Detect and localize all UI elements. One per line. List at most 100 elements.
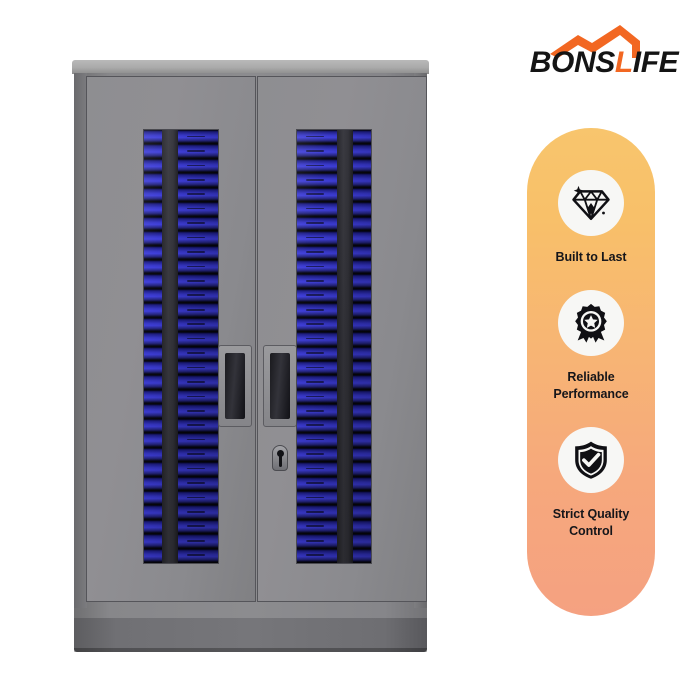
storage-bin	[353, 433, 371, 448]
storage-bin	[297, 418, 337, 434]
feature-item-built-to-last: Built to Last	[527, 170, 655, 266]
storage-bin	[178, 303, 218, 318]
storage-bin	[144, 303, 162, 318]
storage-bin	[178, 404, 218, 419]
storage-bin	[297, 375, 337, 390]
bin-stack	[144, 130, 162, 563]
storage-bin	[178, 519, 218, 535]
cabinet-base-plinth	[74, 618, 427, 652]
storage-bin	[144, 274, 162, 289]
storage-bin	[297, 404, 337, 419]
storage-bin	[144, 418, 162, 434]
storage-bin	[144, 375, 162, 390]
storage-bin	[178, 231, 218, 246]
cabinet-left-side-panel	[74, 73, 87, 608]
window-divider-post	[162, 130, 178, 563]
roof-mountain-icon	[550, 25, 640, 58]
storage-bin	[144, 389, 162, 405]
storage-bin	[353, 404, 371, 419]
storage-bin	[297, 173, 337, 188]
storage-bin	[178, 433, 218, 448]
door-window-right	[296, 129, 372, 564]
storage-bin	[297, 519, 337, 535]
door-lock-keyhole[interactable]	[272, 445, 288, 471]
storage-bin	[353, 519, 371, 535]
feature-icon-badge	[558, 427, 624, 493]
storage-bin	[178, 274, 218, 289]
storage-bin	[144, 476, 162, 491]
bin-stack	[353, 130, 371, 563]
storage-bin	[353, 216, 371, 232]
door-handle-right[interactable]	[263, 345, 297, 427]
storage-bin	[144, 216, 162, 232]
storage-cabinet	[72, 60, 429, 652]
storage-bin	[353, 274, 371, 289]
storage-bin	[297, 288, 337, 304]
storage-bin	[178, 462, 218, 477]
storage-bin	[353, 389, 371, 405]
storage-bin	[353, 173, 371, 188]
feature-label: Built to Last	[555, 250, 627, 264]
storage-bin	[353, 259, 371, 275]
storage-bin	[297, 433, 337, 448]
storage-bin	[178, 245, 218, 260]
storage-bin	[144, 173, 162, 188]
storage-bin	[353, 490, 371, 506]
storage-bin	[353, 144, 371, 159]
cabinet-door-right[interactable]	[257, 76, 427, 602]
door-window-left	[143, 129, 219, 564]
storage-bin	[144, 548, 162, 563]
bin-stack	[297, 130, 337, 563]
storage-bin	[353, 505, 371, 520]
storage-bin	[297, 303, 337, 318]
feature-icon-badge	[558, 290, 624, 356]
storage-bin	[178, 187, 218, 203]
storage-bin	[353, 130, 371, 145]
storage-bin	[353, 375, 371, 390]
storage-bin	[297, 245, 337, 260]
storage-bin	[144, 505, 162, 520]
storage-bin	[297, 216, 337, 232]
shield-check-icon	[575, 441, 607, 479]
storage-bin	[353, 361, 371, 376]
storage-bin	[178, 216, 218, 232]
brand-name-part-2: IFE	[632, 46, 679, 79]
storage-bin	[297, 187, 337, 203]
storage-bin	[297, 534, 337, 549]
feature-label: Reliable Performance	[553, 370, 629, 401]
storage-bin	[297, 274, 337, 289]
cabinet-door-left[interactable]	[86, 76, 256, 602]
storage-bin	[353, 158, 371, 174]
feature-benefits-panel: Built to Last Reliable Performance Stric	[527, 128, 655, 616]
storage-bin	[353, 245, 371, 260]
storage-bin	[353, 418, 371, 434]
storage-bin	[353, 476, 371, 491]
storage-bin	[178, 130, 218, 145]
brand-wordmark: BONSLIFE	[518, 46, 690, 80]
storage-bin	[144, 490, 162, 506]
storage-bin	[178, 418, 218, 434]
storage-bin	[144, 534, 162, 549]
storage-bin	[297, 548, 337, 563]
storage-bin	[144, 158, 162, 174]
storage-bin	[144, 202, 162, 217]
storage-bin	[178, 476, 218, 491]
storage-bin	[144, 231, 162, 246]
storage-bin	[353, 187, 371, 203]
storage-bin	[297, 332, 337, 347]
storage-bin	[178, 505, 218, 520]
storage-bin	[144, 130, 162, 145]
door-handle-left[interactable]	[218, 345, 252, 427]
brand-name-accent-letter: L	[614, 46, 633, 79]
feature-label: Strict Quality Control	[552, 507, 630, 538]
storage-bin	[144, 187, 162, 203]
storage-bin	[297, 317, 337, 333]
window-divider-post	[337, 130, 353, 563]
storage-bin	[178, 173, 218, 188]
storage-bin	[297, 259, 337, 275]
feature-icon-badge	[558, 170, 624, 236]
award-ribbon-icon	[575, 303, 607, 343]
storage-bin	[297, 389, 337, 405]
storage-bin	[297, 144, 337, 159]
storage-bin	[144, 433, 162, 448]
